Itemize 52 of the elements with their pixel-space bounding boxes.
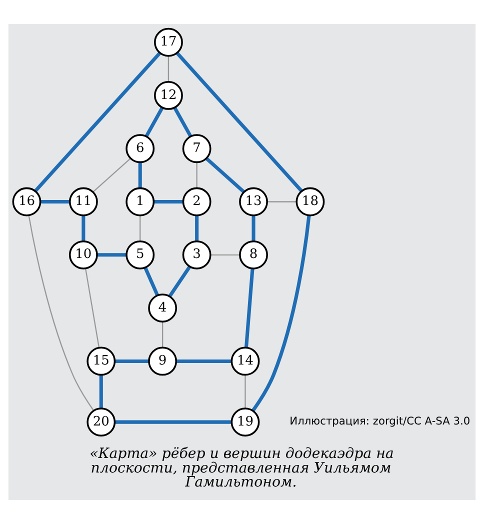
connector <box>140 215 141 241</box>
node-circle: 3 <box>182 240 212 269</box>
node-circle: 15 <box>86 346 116 376</box>
connector <box>176 358 232 362</box>
connector <box>138 162 142 188</box>
node-circle: 9 <box>148 346 178 376</box>
connector <box>244 268 254 348</box>
node-circle: 4 <box>148 293 178 322</box>
connector <box>82 215 86 241</box>
connector <box>252 214 311 411</box>
connector <box>97 252 126 256</box>
node-circle: 12 <box>154 80 183 110</box>
connector <box>168 265 192 297</box>
connector <box>115 358 149 362</box>
node-circle: 18 <box>296 186 325 216</box>
node-circle: 8 <box>239 240 268 269</box>
label: Иллюстрация: zorgit/CC A-SA 3.0 <box>290 414 470 428</box>
node-circle: 14 <box>230 346 260 376</box>
connector <box>267 200 296 202</box>
node-circle: 5 <box>126 240 155 269</box>
node-circle: 2 <box>182 186 212 216</box>
connector <box>196 162 198 188</box>
connector <box>168 56 170 82</box>
node-circle: 7 <box>182 134 212 163</box>
connector <box>195 215 199 241</box>
connector <box>99 374 103 408</box>
connector <box>144 266 160 296</box>
connector <box>162 322 164 347</box>
node-circle: 20 <box>86 407 116 436</box>
connector <box>28 214 94 410</box>
connector <box>40 199 70 204</box>
connector <box>144 106 164 137</box>
connector <box>244 374 246 408</box>
connector <box>115 420 232 424</box>
node-circle: 19 <box>230 407 260 436</box>
node-circle: 1 <box>126 186 155 216</box>
connector <box>176 52 304 192</box>
node-circle: 17 <box>154 27 183 56</box>
node-circle: 10 <box>68 240 98 269</box>
connector <box>154 199 184 204</box>
node-circle: 6 <box>126 134 155 163</box>
node-circle: 16 <box>12 186 42 216</box>
node-circle: 11 <box>68 186 98 216</box>
node-circle: 13 <box>239 186 268 216</box>
connector <box>92 158 131 192</box>
connector <box>34 52 161 192</box>
connector <box>84 268 100 348</box>
connector <box>210 254 240 255</box>
connector <box>173 106 192 137</box>
connector <box>252 215 256 241</box>
connector <box>206 156 245 193</box>
caption: «Карта» рёбер и вершин додекаэдра на плоскости, представленная Уильямом Гамильтоном. <box>90 446 394 490</box>
